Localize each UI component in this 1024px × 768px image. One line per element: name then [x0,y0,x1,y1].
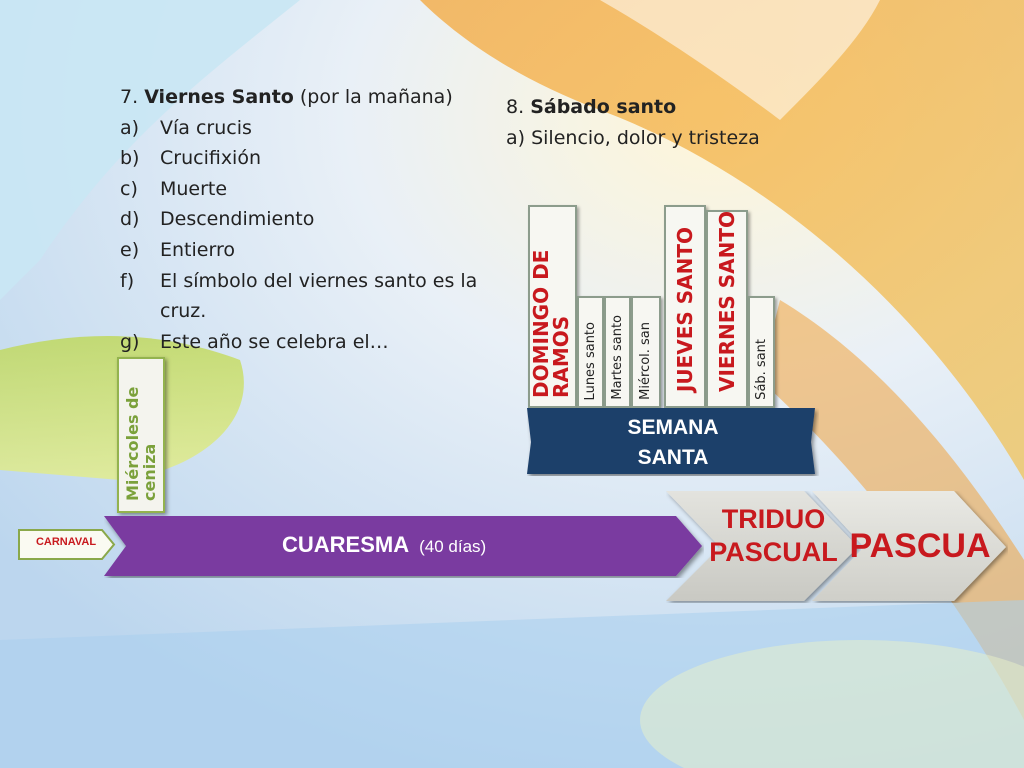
semana-santa-banner: SEMANA SANTA [527,408,819,476]
cuaresma-label: CUARESMA(40 días) [282,532,487,557]
miercoles-ceniza-label: Miércoles de ceniza [123,386,159,501]
day-label: VIERNES SANTO [715,210,739,392]
list-item: b)Crucifixión [120,147,262,170]
day-viernes-santo: VIERNES SANTO [706,210,748,408]
semana-santa-shape [527,408,815,474]
triduo-label: TRIDUO PASCUAL [709,504,838,567]
day-lunes-santo: Lunes santo [577,296,604,408]
list-item: d)Descendimiento [120,208,315,231]
day-label: Martes santo [609,315,625,400]
semana-santa-label: SEMANA SANTA [627,416,719,469]
list-item: g)Este año se celebra el… [120,330,389,353]
list-item: f)El símbolo del viernes santo es la cru… [120,269,478,323]
triduo-shape [666,491,858,601]
cuaresma-shape [104,516,702,576]
list-item: c)Muerte [120,177,228,200]
pascua-label: PASCUA [849,527,991,565]
day-label: Miércol. san [638,322,653,400]
list-item: a)Vía crucis [120,116,252,139]
carnaval-shape [18,529,116,560]
pascua-shape [812,491,1006,601]
section-8-item: a) Silencio, dolor y tristeza [506,126,760,149]
section-7-heading: 7. Viernes Santo (por la mañana) [120,86,453,108]
pascua-chevron: PASCUA [812,491,1008,603]
day-miercoles-santo: Miércol. san [631,296,661,408]
section-8-heading: 8. Sábado santo [506,96,677,118]
triduo-pascual-chevron: TRIDUO PASCUAL [666,491,861,603]
day-label: JUEVES SANTO [673,226,697,392]
day-label: Lunes santo [582,321,598,400]
section-8: 8. Sábado santo a) Silencio, dolor y tri… [506,92,806,153]
carnaval-label: CARNAVAL [35,536,97,548]
section-7: 7. Viernes Santo (por la mañana) a)Vía c… [120,82,490,357]
day-domingo-ramos: DOMINGO DE RAMOS [528,205,577,408]
list-item: e)Entierro [120,238,235,261]
day-jueves-santo: JUEVES SANTO [664,205,706,408]
day-martes-santo: Martes santo [604,296,631,408]
cuaresma-arrow: CUARESMA(40 días) [104,516,704,578]
day-sabado-santo: Sáb. sant [748,296,775,408]
day-label: Sáb. sant [753,339,769,400]
day-label: DOMINGO DE RAMOS [528,249,573,398]
carnaval-arrow: CARNAVAL [18,528,116,561]
miercoles-ceniza-box: Miércoles de ceniza [117,357,165,513]
section-7-list: a)Vía crucis b)Crucifixión c)Muerte d)De… [120,113,490,358]
